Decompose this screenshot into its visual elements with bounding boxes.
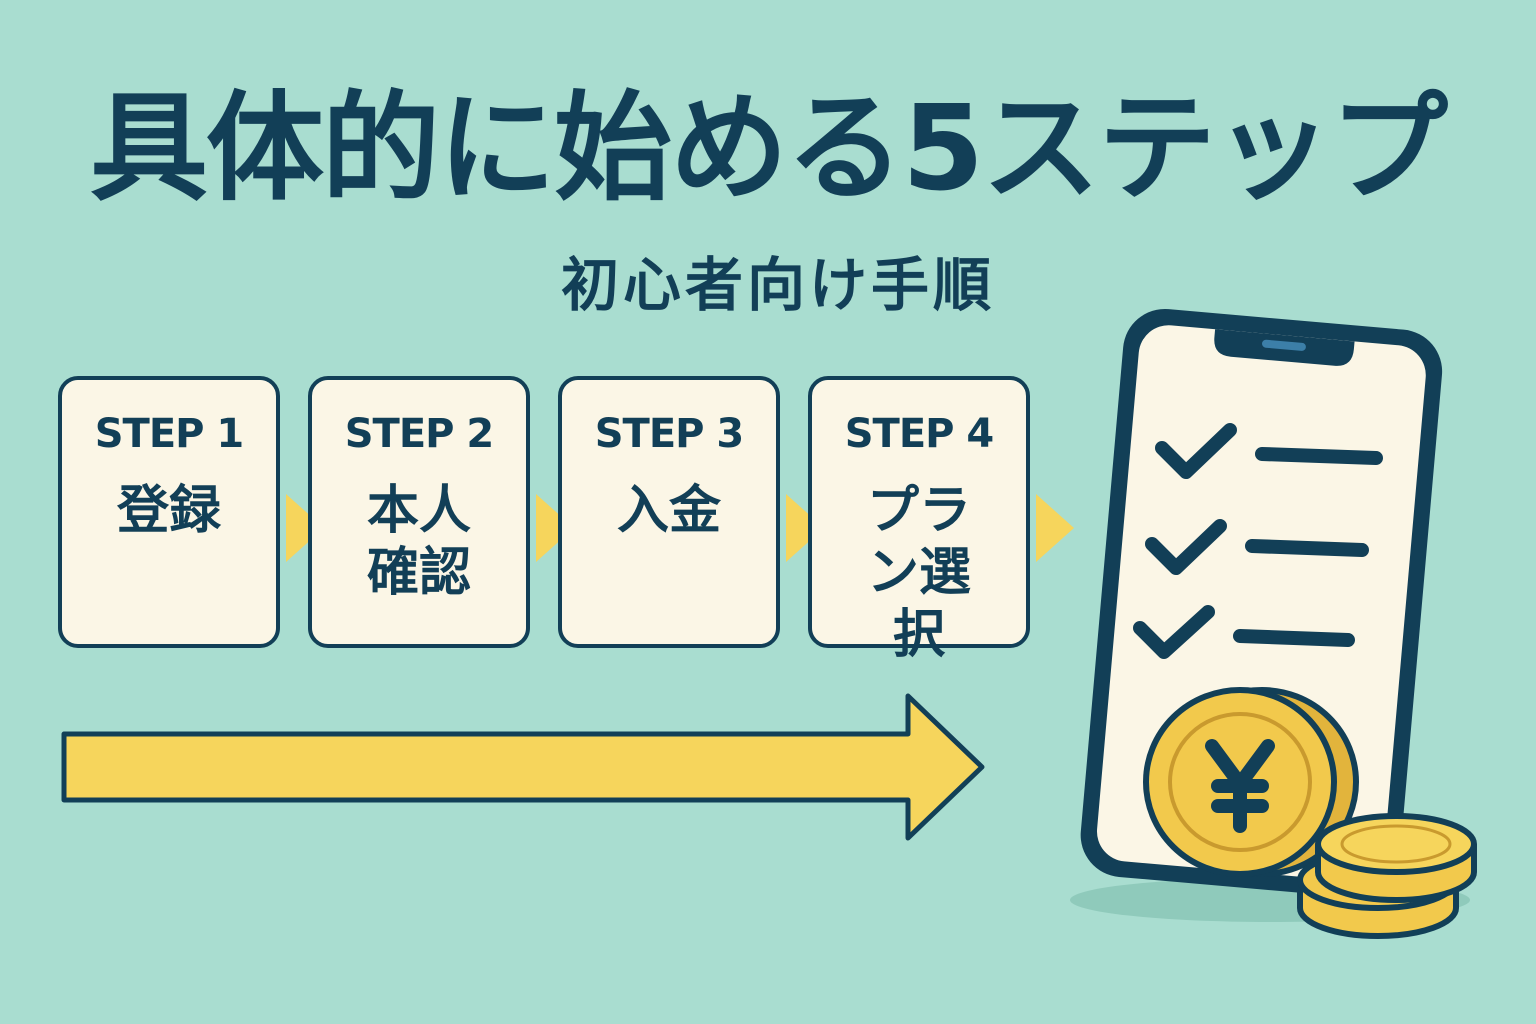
progress-arrow-icon: [61, 693, 985, 841]
step-connector-arrow-icon: [1036, 494, 1074, 562]
step-name: 入金: [616, 481, 721, 541]
step-name: プラン選択: [866, 481, 971, 665]
check-icon: [1155, 423, 1237, 479]
page-title: 具体的に始める5ステップ: [89, 79, 1448, 217]
step-card-4: STEP 4 プラン選択: [808, 376, 1030, 665]
coin-stack-icon: [1297, 813, 1477, 939]
page-subtitle: 初心者向け手順: [560, 251, 995, 319]
step-name: 登録: [116, 481, 221, 541]
smartphone-illustration: [1070, 308, 1477, 939]
step-name: 本人確認: [366, 481, 471, 603]
checklist-line: [1255, 447, 1383, 465]
step-connector-arrow-icon: [786, 494, 824, 562]
checklist-line: [1245, 539, 1369, 557]
step-card-3: STEP 3 入金: [558, 376, 780, 648]
step-label: STEP 1: [94, 411, 245, 457]
check-icon: [1133, 605, 1215, 659]
step-card-1: STEP 1 登録: [58, 376, 280, 648]
checklist: [1133, 423, 1383, 659]
step-label: STEP 3: [594, 411, 745, 457]
step-connector-arrow-icon: [536, 494, 574, 562]
step-card-2: STEP 2 本人確認: [308, 376, 530, 648]
step-label: STEP 4: [844, 411, 995, 457]
check-icon: [1145, 519, 1227, 575]
checklist-line: [1233, 629, 1355, 647]
step-connector-arrow-icon: [286, 494, 324, 562]
step-label: STEP 2: [344, 411, 495, 457]
yen-coin-icon: [1143, 687, 1359, 877]
